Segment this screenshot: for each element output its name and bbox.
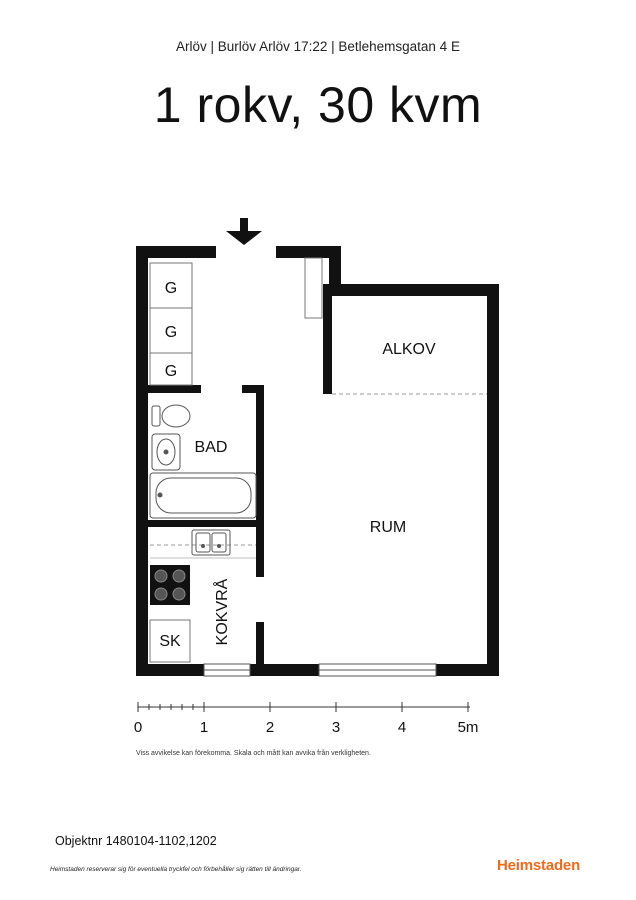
room-label-storage-3: G: [165, 363, 177, 380]
page-title: 1 rokv, 30 kvm: [153, 77, 483, 133]
room-label-storage-1: G: [165, 280, 177, 297]
washbasin-icon: [151, 433, 181, 471]
scale-tick-0: 0: [134, 719, 142, 736]
room-label-bathroom: BAD: [195, 439, 228, 456]
object-number: Objektnr 1480104-1102,1202: [55, 834, 217, 848]
room-label-storage-2: G: [165, 324, 177, 341]
scale-disclaimer: Viss avvikelse kan förekomma. Skala och …: [136, 750, 371, 757]
toilet-icon: [151, 404, 191, 428]
kitchen-sink-icon: [191, 529, 231, 556]
address-line: Arlöv | Burlöv Arlöv 17:22 | Betlehemsga…: [176, 39, 460, 54]
entrance-arrow-icon: [226, 218, 262, 245]
storage-cabinets: [149, 262, 193, 386]
scale-tick-5: 5m: [458, 719, 479, 736]
bathtub-icon: [149, 472, 257, 519]
scale-tick-4: 4: [398, 719, 406, 736]
room-label-living-room: RUM: [370, 519, 406, 536]
walls: [136, 246, 499, 676]
scale-tick-1: 1: [200, 719, 208, 736]
window-room: [318, 663, 437, 677]
stove-icon: [150, 565, 190, 605]
entrance-door: [304, 257, 323, 319]
print-footnote: Heimstaden reserverar sig för eventuella…: [50, 866, 302, 873]
room-label-closet: SK: [159, 633, 181, 650]
scale-bar: [137, 702, 470, 712]
scale-tick-2: 2: [266, 719, 274, 736]
window-kitchen: [203, 663, 251, 677]
closet-box: [149, 619, 191, 663]
room-label-kitchen: KOKVRÅ: [212, 578, 231, 645]
scale-tick-3: 3: [332, 719, 340, 736]
room-label-alcove: ALKOV: [382, 341, 436, 358]
brand-logo: Heimstaden: [497, 857, 581, 874]
